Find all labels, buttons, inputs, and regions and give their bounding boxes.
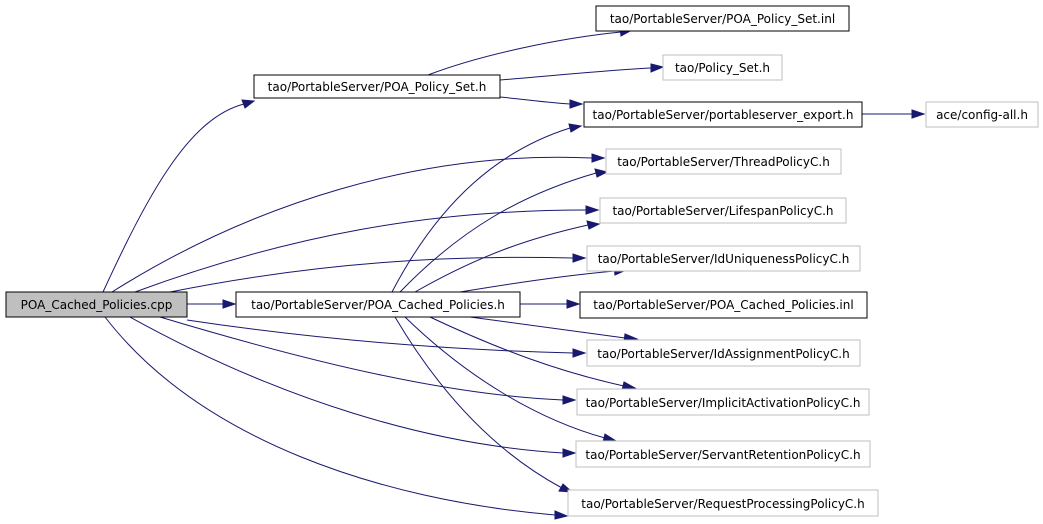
node-label: ace/config-all.h xyxy=(936,108,1028,122)
edge-policy-set-h-to-export-h xyxy=(499,96,584,109)
node-label: tao/PortableServer/portableserver_export… xyxy=(593,108,854,122)
edge-export-h-to-config-all-h xyxy=(862,109,926,119)
node-label: tao/PortableServer/POA_Cached_Policies.h xyxy=(251,298,505,312)
edge-policy-set-h-to-policy-set-inl xyxy=(427,27,634,76)
node-portableserver-export-h[interactable]: tao/PortableServer/portableserver_export… xyxy=(583,101,863,128)
edge-cached-h-to-thread-policy-h xyxy=(399,168,609,293)
node-request-processing-policy-h[interactable]: tao/PortableServer/RequestProcessingPoli… xyxy=(567,489,879,517)
node-id-assignment-policy-h[interactable]: tao/PortableServer/IdAssignmentPolicyC.h xyxy=(586,339,861,367)
node-label: tao/PortableServer/ServantRetentionPolic… xyxy=(585,448,860,462)
node-poa-cached-policies-inl[interactable]: tao/PortableServer/POA_Cached_Policies.i… xyxy=(579,291,868,319)
node-label: tao/PortableServer/LifespanPolicyC.h xyxy=(612,204,833,218)
node-label: POA_Cached_Policies.cpp xyxy=(21,298,173,312)
edge-cached-h-to-id-assignment-h xyxy=(469,316,639,343)
node-lifespan-policy-h[interactable]: tao/PortableServer/LifespanPolicyC.h xyxy=(599,197,847,224)
edge-cpp-to-cached-policies-h xyxy=(187,299,237,309)
node-implicit-activation-policy-h[interactable]: tao/PortableServer/ImplicitActivationPol… xyxy=(576,388,870,416)
edge-policy-set-h-to-tao-policy-set-h xyxy=(499,63,665,81)
node-thread-policy-h[interactable]: tao/PortableServer/ThreadPolicyC.h xyxy=(605,148,842,175)
edge-cpp-to-lifespan-policy-h xyxy=(134,205,600,293)
node-ace-config-all-h[interactable]: ace/config-all.h xyxy=(925,101,1039,128)
edge-cached-h-to-request-processing-h xyxy=(394,316,574,493)
edge-cpp-to-servant-retention-h xyxy=(129,316,577,458)
edge-cached-h-to-servant-retention-h xyxy=(404,316,618,443)
node-servant-retention-policy-h[interactable]: tao/PortableServer/ServantRetentionPolic… xyxy=(575,440,871,468)
edge-cpp-to-thread-policy-h xyxy=(111,153,606,293)
node-label: tao/PortableServer/POA_Policy_Set.inl xyxy=(610,12,835,26)
node-label: tao/PortableServer/IdAssignmentPolicyC.h xyxy=(597,347,849,361)
edge-cached-h-to-export-h xyxy=(391,123,583,293)
node-poa-cached-policies-cpp[interactable]: POA_Cached_Policies.cpp xyxy=(5,291,188,318)
node-label: tao/Policy_Set.h xyxy=(675,61,770,75)
edge-cpp-to-policy-set-h xyxy=(102,99,256,293)
node-label: tao/PortableServer/IdUniquenessPolicyC.h xyxy=(598,252,850,266)
edge-cpp-to-id-uniqueness-h xyxy=(169,253,587,293)
edge-cpp-to-id-assignment-h xyxy=(186,319,587,358)
node-id-uniqueness-policy-h[interactable]: tao/PortableServer/IdUniquenessPolicyC.h xyxy=(586,245,861,272)
edge-cpp-to-implicit-activation-h xyxy=(159,316,577,405)
node-poa-policy-set-h[interactable]: tao/PortableServer/POA_Policy_Set.h xyxy=(253,74,501,99)
node-label: tao/PortableServer/RequestProcessingPoli… xyxy=(581,497,864,511)
edge-cached-h-to-cached-inl xyxy=(520,299,581,309)
node-label: tao/PortableServer/ThreadPolicyC.h xyxy=(617,155,830,169)
node-tao-policy-set-h[interactable]: tao/Policy_Set.h xyxy=(662,54,783,81)
node-poa-policy-set-inl[interactable]: tao/PortableServer/POA_Policy_Set.inl xyxy=(595,5,850,32)
node-label: tao/PortableServer/ImplicitActivationPol… xyxy=(586,396,861,410)
edge-cpp-to-request-processing-h xyxy=(104,316,569,520)
node-poa-cached-policies-h[interactable]: tao/PortableServer/POA_Cached_Policies.h xyxy=(235,291,521,318)
node-label: tao/PortableServer/POA_Cached_Policies.i… xyxy=(593,298,853,312)
node-label: tao/PortableServer/POA_Policy_Set.h xyxy=(268,80,487,94)
edge-cached-h-to-lifespan-policy-h xyxy=(414,220,601,293)
